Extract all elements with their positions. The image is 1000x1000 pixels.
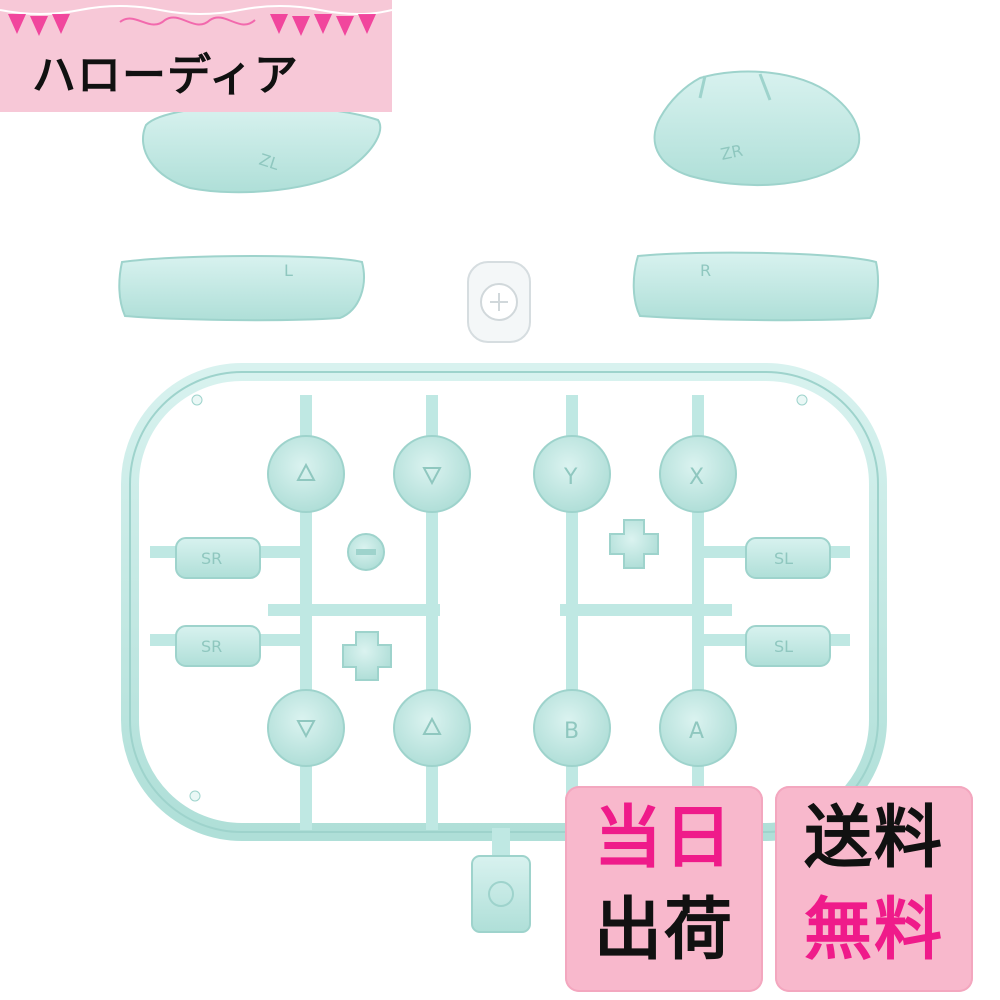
sprue-frame — [121, 363, 887, 841]
a-label: A — [689, 719, 704, 744]
face-button-b: B — [533, 689, 611, 767]
l-label: L — [284, 261, 293, 280]
sl-label-top: SL — [774, 549, 793, 568]
x-label: X — [689, 465, 704, 490]
home-button-piece — [471, 828, 531, 933]
face-button-a: A — [659, 689, 737, 767]
sl-button-bottom: SL — [745, 625, 831, 667]
sl-label-bottom: SL — [774, 637, 793, 656]
r-bumper: R — [632, 251, 879, 322]
y-label: Y — [563, 465, 578, 490]
face-button-up-2 — [393, 689, 471, 767]
free-shipping-line2: 無料 — [803, 891, 944, 970]
r-label: R — [700, 261, 711, 280]
sr-label-bottom: SR — [201, 637, 222, 656]
sr-label-top: SR — [201, 549, 222, 568]
shop-banner: ハローディア — [0, 0, 392, 112]
clear-dpad-piece — [467, 261, 531, 343]
dpad-piece — [342, 631, 392, 681]
face-button-y: Y — [533, 435, 611, 513]
face-button-up — [267, 435, 345, 513]
zr-label: ZR — [719, 141, 745, 164]
sr-button-bottom: SR — [175, 625, 261, 667]
same-day-line1: 当日 — [593, 799, 734, 878]
sl-button-top: SL — [745, 537, 831, 579]
bunting-decoration — [0, 5, 392, 36]
zr-trigger: ZR — [653, 70, 861, 187]
b-label: B — [564, 719, 579, 744]
sr-button-top: SR — [175, 537, 261, 579]
same-day-shipping-badge: 当日 出荷 — [565, 786, 763, 992]
face-button-down-2 — [267, 689, 345, 767]
face-button-x: X — [659, 435, 737, 513]
shop-name: ハローディア — [32, 50, 299, 101]
l-bumper: L — [118, 255, 365, 322]
minus-button-piece — [347, 533, 385, 571]
zl-trigger: ZL — [141, 104, 382, 194]
free-shipping-badge: 送料 無料 — [775, 786, 973, 992]
face-button-down — [393, 435, 471, 513]
same-day-line2: 出荷 — [593, 891, 734, 970]
plus-button-piece — [609, 519, 659, 569]
free-shipping-line1: 送料 — [803, 799, 944, 878]
